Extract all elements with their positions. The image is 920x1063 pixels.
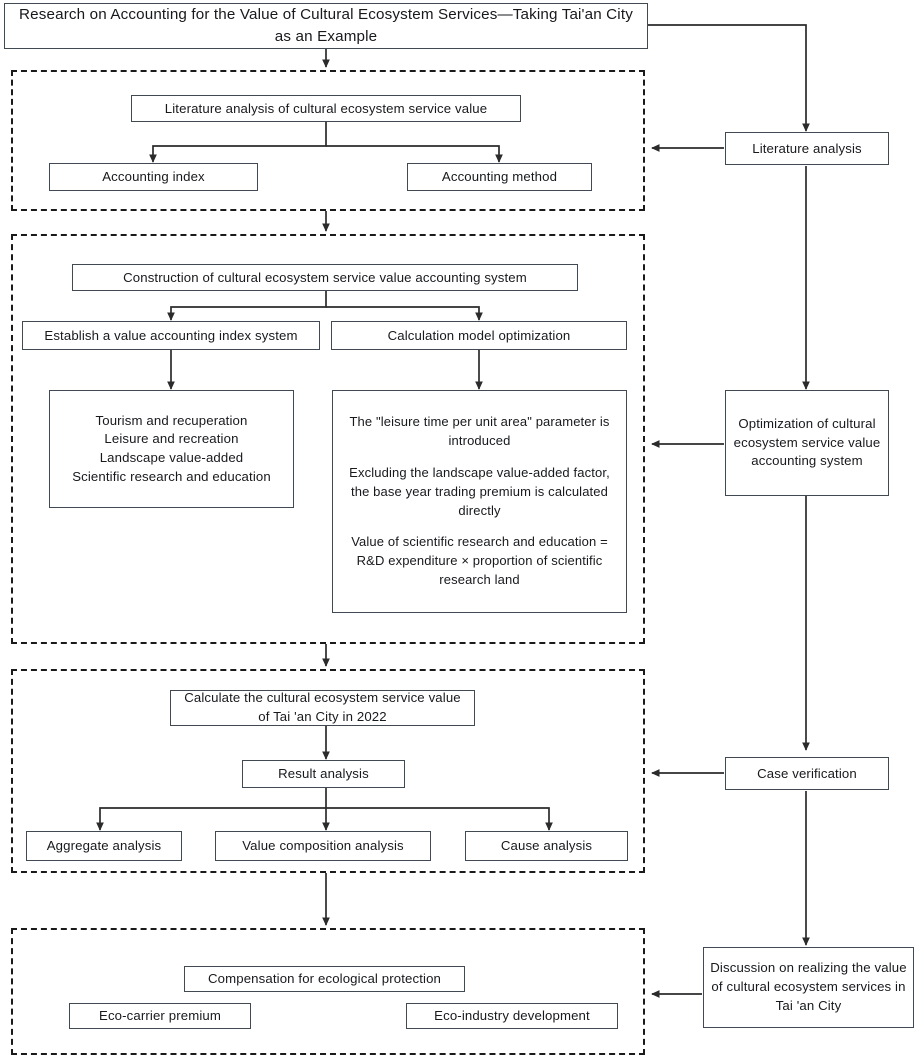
- group-case-verification: [11, 669, 645, 873]
- node-eco-carrier-premium: Eco-carrier premium: [69, 1003, 251, 1029]
- node-system-construction-head: Construction of cultural ecosystem servi…: [72, 264, 578, 291]
- node-result-analysis: Result analysis: [242, 760, 405, 788]
- node-label: Eco-carrier premium: [99, 1008, 221, 1024]
- detail-line: Scientific research and education: [72, 468, 271, 484]
- node-calculation-model-optimization: Calculation model optimization: [331, 321, 627, 350]
- node-label: Value composition analysis: [242, 838, 404, 854]
- node-label: Cause analysis: [500, 838, 593, 854]
- node-label: Calculate the cultural ecosystem service…: [184, 690, 461, 724]
- model-detail-paragraphs: The "leisure time per unit area" paramet…: [343, 413, 616, 590]
- node-stage-optimization: Optimization of cultural ecosystem servi…: [725, 390, 889, 496]
- node-eco-industry-development: Eco-industry development: [406, 1003, 618, 1029]
- node-label: Aggregate analysis: [46, 838, 162, 854]
- node-model-optimization-detail: The "leisure time per unit area" paramet…: [332, 390, 627, 613]
- node-label: Accounting index: [102, 169, 205, 185]
- node-aggregate-analysis: Aggregate analysis: [26, 831, 182, 861]
- research-title-text: Research on Accounting for the Value of …: [19, 6, 633, 45]
- node-accounting-method: Accounting method: [407, 163, 592, 191]
- node-label: Result analysis: [278, 766, 369, 782]
- detail-line: Tourism and recuperation: [95, 412, 248, 428]
- node-calculate-value-2022: Calculate the cultural ecosystem service…: [170, 690, 475, 726]
- group-literature-analysis: [11, 70, 645, 211]
- detail-line: Leisure and recreation: [104, 431, 239, 447]
- node-label: Establish a value accounting index syste…: [44, 327, 298, 343]
- node-label: Literature analysis of cultural ecosyste…: [164, 100, 488, 116]
- detail-paragraph: Excluding the landscape value-added fact…: [349, 464, 610, 518]
- node-label: Construction of cultural ecosystem servi…: [123, 269, 527, 285]
- node-label: Compensation for ecological protection: [208, 971, 441, 987]
- detail-paragraph: Value of scientific research and educati…: [351, 534, 608, 588]
- node-cause-analysis: Cause analysis: [465, 831, 628, 861]
- detail-paragraph: The "leisure time per unit area" paramet…: [349, 414, 610, 448]
- detail-line: Landscape value-added: [99, 450, 244, 465]
- node-label: Calculation model optimization: [387, 327, 571, 343]
- node-label: Accounting method: [441, 169, 558, 185]
- node-label: Eco-industry development: [434, 1008, 590, 1024]
- node-compensation-ecological-protection: Compensation for ecological protection: [184, 966, 465, 992]
- node-value-composition-analysis: Value composition analysis: [215, 831, 431, 861]
- node-literature-analysis-head: Literature analysis of cultural ecosyste…: [131, 95, 521, 122]
- node-establish-index-system: Establish a value accounting index syste…: [22, 321, 320, 350]
- node-label: Discussion on realizing the value of cul…: [710, 960, 907, 1013]
- group-system-construction: [11, 234, 645, 644]
- index-detail-lines: Tourism and recuperation Leisure and rec…: [72, 412, 271, 487]
- node-stage-case-verification: Case verification: [725, 757, 889, 790]
- node-label: Case verification: [757, 765, 857, 781]
- node-accounting-index: Accounting index: [49, 163, 258, 191]
- group-discussion: [11, 928, 645, 1055]
- node-stage-discussion: Discussion on realizing the value of cul…: [703, 947, 914, 1028]
- node-stage-literature-analysis: Literature analysis: [725, 132, 889, 165]
- research-title-box: Research on Accounting for the Value of …: [4, 3, 648, 49]
- node-label: Literature analysis: [752, 140, 862, 156]
- node-label: Optimization of cultural ecosystem servi…: [733, 415, 881, 469]
- node-index-detail-list: Tourism and recuperation Leisure and rec…: [49, 390, 294, 508]
